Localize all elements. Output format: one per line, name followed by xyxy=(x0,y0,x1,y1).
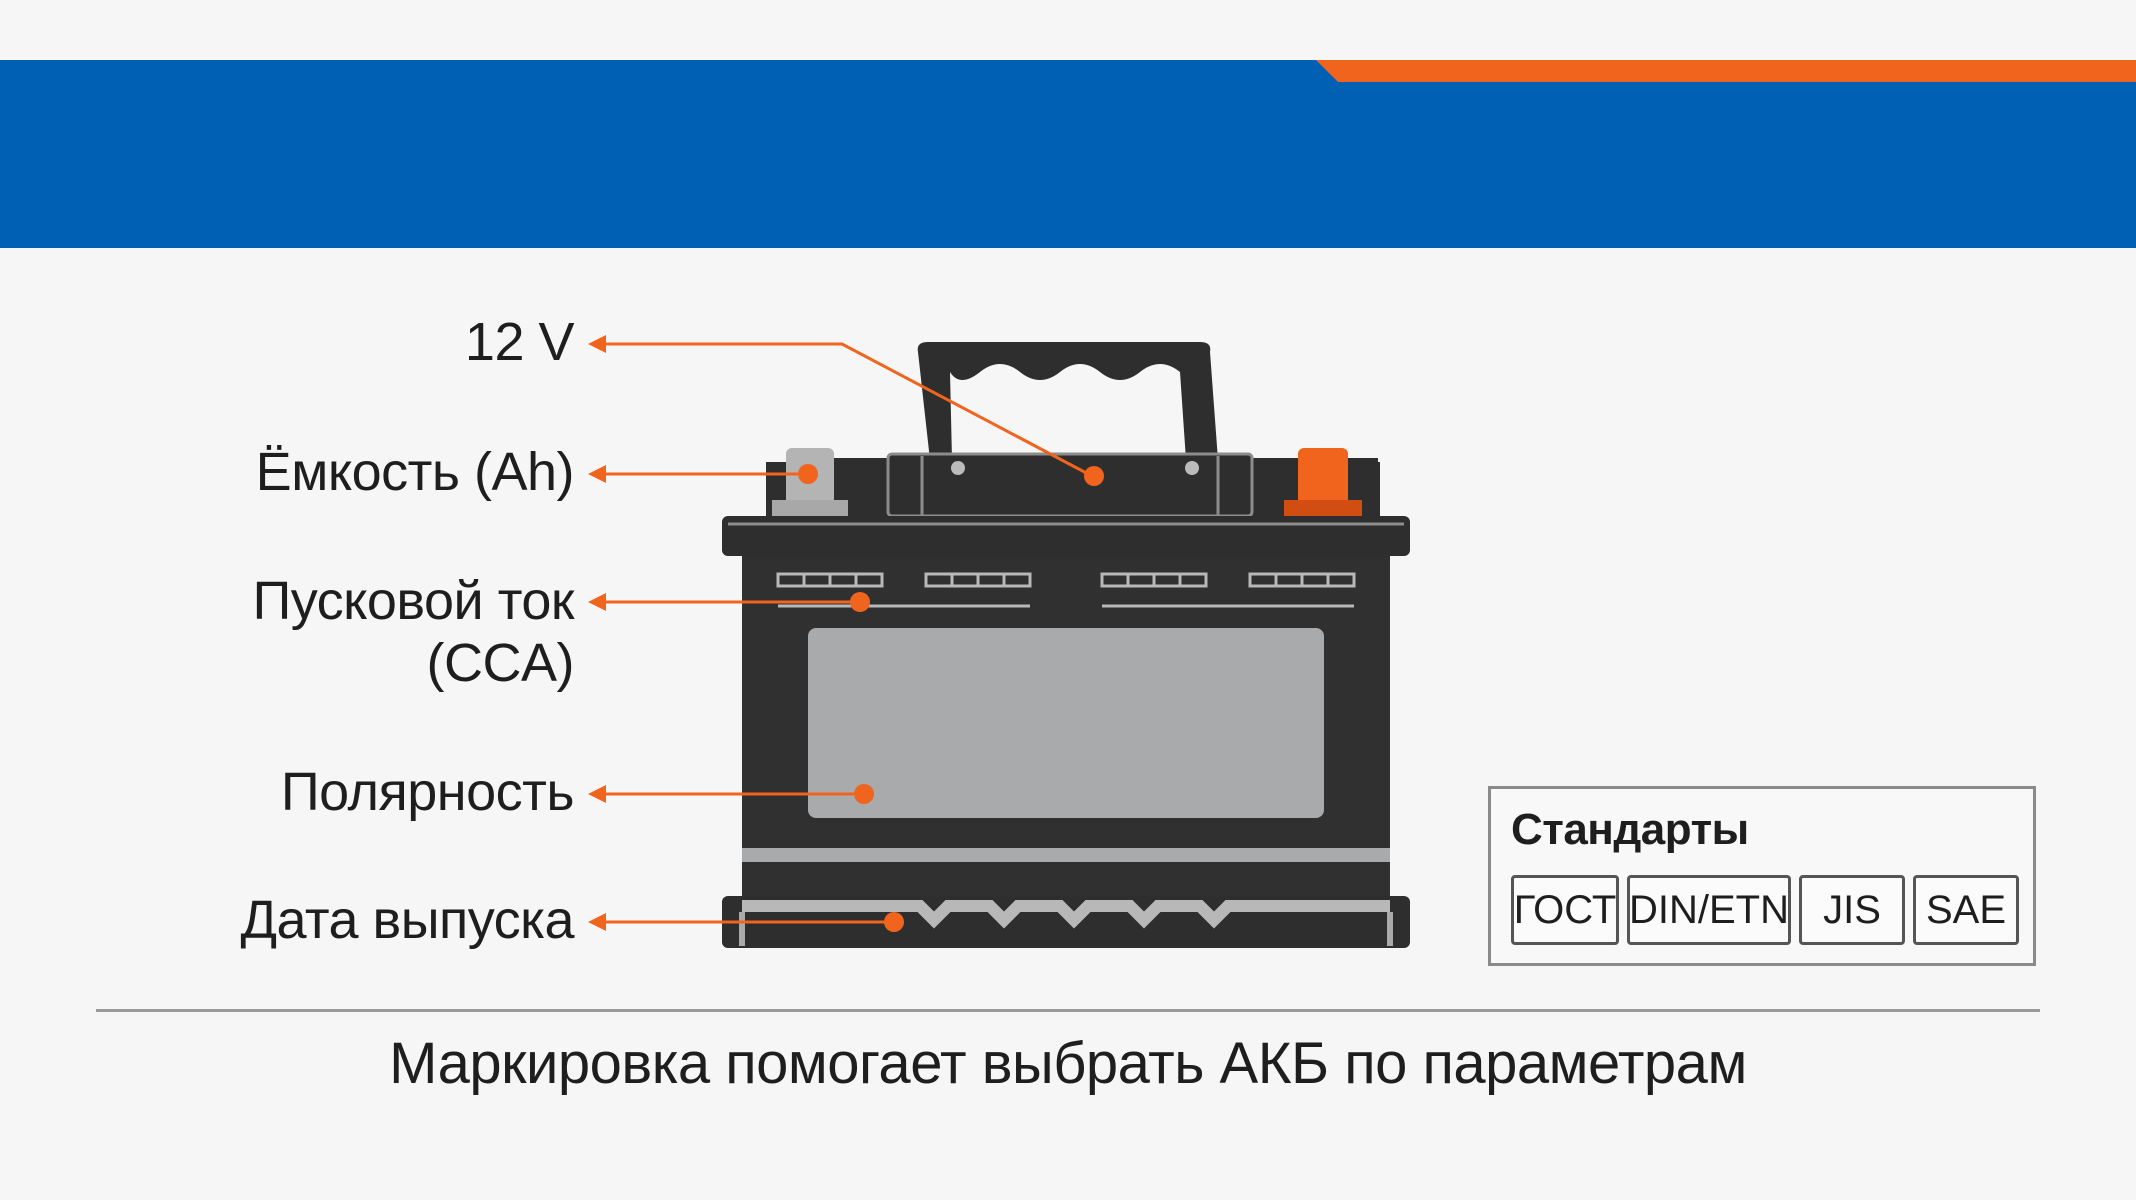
arrowhead-voltage xyxy=(588,335,606,353)
caption-divider xyxy=(96,1009,2040,1012)
arrowhead-date xyxy=(588,913,606,931)
positive-terminal xyxy=(1298,448,1348,506)
arrowhead-cca xyxy=(588,593,606,611)
standards-title: Стандарты xyxy=(1511,805,1749,854)
header-banner xyxy=(0,60,2136,248)
standard-tag-sae: SAE xyxy=(1913,875,2019,945)
callout-dot-capacity xyxy=(798,464,818,484)
standard-tag-jis: JIS xyxy=(1799,875,1905,945)
callout-label-capacity: Ёмкость (Ah) xyxy=(255,442,575,502)
callout-label-polarity: Полярность xyxy=(280,762,575,822)
arrowhead-capacity xyxy=(588,465,606,483)
callout-label-cca: Пусковой ток (CCA) xyxy=(252,571,574,693)
callout-dot-cca xyxy=(850,592,870,612)
header-accent-stripe xyxy=(1316,60,2136,82)
battery-handle xyxy=(917,342,1218,460)
callout-dot-voltage xyxy=(1084,466,1104,486)
standards-panel: Стандарты ГОСТ DIN/ETN JIS SAE xyxy=(1488,786,2036,966)
vent-slots xyxy=(776,572,1356,608)
callout-dot-date xyxy=(884,912,904,932)
callout-label-voltage: 12 V xyxy=(464,312,575,372)
standard-tag-din-etn: DIN/ETN xyxy=(1627,875,1791,945)
arrowhead-polarity xyxy=(588,785,606,803)
callout-dot-polarity xyxy=(854,784,874,804)
battery-lid xyxy=(722,516,1410,556)
battery-label-panel xyxy=(808,628,1324,818)
caption: Маркировка помогает выбрать АКБ по парам… xyxy=(389,1031,1747,1096)
callout-label-date: Дата выпуска xyxy=(240,890,574,950)
standards-tag-list: ГОСТ DIN/ETN JIS SAE xyxy=(1511,875,2019,945)
standard-tag-gost: ГОСТ xyxy=(1511,875,1619,945)
callout-line-voltage xyxy=(600,342,1093,478)
